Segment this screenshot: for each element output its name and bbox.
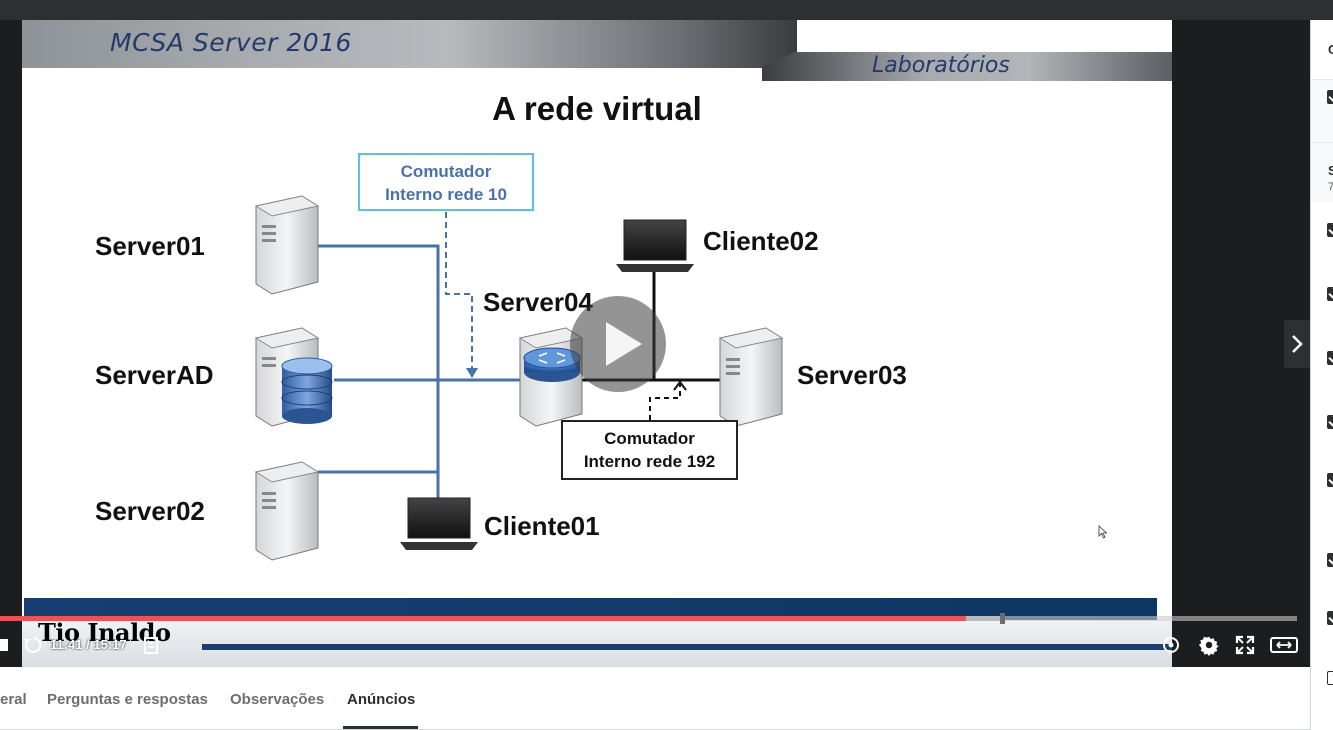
slide-banner-stripe: [202, 644, 1172, 650]
completed-checkbox[interactable]: [1327, 287, 1333, 301]
time-display: 11:41 / 15:17: [50, 637, 127, 652]
play-button[interactable]: [570, 296, 666, 392]
completed-checkbox[interactable]: [1327, 223, 1333, 237]
tab-anuncios[interactable]: Anúncios: [347, 691, 416, 708]
server02-icon: [254, 461, 320, 561]
top-bar: [0, 0, 1333, 20]
tab-visao-geral[interactable]: eral: [0, 691, 27, 708]
active-tab-underline: [343, 726, 418, 729]
cliente01-laptop-icon: [400, 497, 478, 550]
transcript-icon[interactable]: [142, 634, 166, 656]
slide-section-title: Laboratórios: [872, 53, 1010, 78]
completed-checkbox[interactable]: [1327, 473, 1333, 487]
switch-rede-192-line2: Interno rede 192: [583, 452, 716, 471]
switch-rede-10-line2: Interno rede 10: [385, 185, 507, 204]
slide-header-right-band: [762, 52, 1172, 81]
cliente02-laptop-icon: [616, 219, 694, 272]
lecture-tabs: eral Perguntas e respostas Observações A…: [0, 667, 1310, 730]
label-server01: Server01: [95, 231, 205, 261]
label-cliente01: Cliente01: [484, 511, 600, 541]
label-serverad: ServerAD: [95, 360, 214, 390]
server03-icon: [718, 327, 784, 427]
server01-icon: [254, 195, 320, 295]
tab-perguntas-respostas[interactable]: Perguntas e respostas: [47, 691, 208, 708]
sidebar-section-title: S: [1328, 163, 1333, 178]
slide-title: A rede virtual: [492, 90, 702, 127]
progress-handle[interactable]: [999, 613, 1005, 624]
slide-banner-author: Tio Inaldo: [38, 618, 171, 647]
switch-rede-10-box: Comutador Interno rede 10: [358, 153, 534, 211]
switch-rede-192-line1: Comutador: [604, 429, 695, 448]
database-icon: [281, 357, 333, 424]
slide-course-title: MCSA Server 2016: [110, 28, 352, 57]
expand-icon[interactable]: [1270, 634, 1298, 656]
sidebar-section-subtitle: 7: [1328, 181, 1333, 193]
mouse-cursor-icon: [1098, 525, 1108, 539]
video-player[interactable]: MCSA Server 2016 Laboratórios A rede vir…: [0, 20, 1310, 667]
switch-rede-10-line1: Comutador: [400, 162, 492, 181]
incomplete-checkbox[interactable]: [1327, 671, 1333, 685]
settings-icon[interactable]: [1197, 634, 1221, 656]
course-content-sidebar: C S 7: [1310, 20, 1333, 730]
sidebar-lecture-active[interactable]: [1311, 80, 1333, 142]
progress-bar[interactable]: [0, 613, 1297, 624]
switch-10-dashed-link: [445, 212, 473, 370]
bookmark-icon[interactable]: [1160, 634, 1184, 656]
slide-banner-white: [22, 620, 1172, 667]
fullscreen-icon[interactable]: [1234, 634, 1258, 656]
tab-observacoes[interactable]: Observações: [230, 691, 325, 708]
label-server03: Server03: [797, 360, 907, 390]
label-cliente02: Cliente02: [703, 226, 819, 256]
completed-checkbox[interactable]: [1327, 553, 1333, 567]
play-pause-icon[interactable]: [0, 634, 10, 656]
sidebar-header: C: [1311, 20, 1333, 80]
label-server02: Server02: [95, 496, 205, 526]
router-icon: [523, 347, 581, 382]
network-10-lines: [318, 244, 520, 498]
next-arrow-icon: [1292, 335, 1303, 353]
lecture-slide: MCSA Server 2016 Laboratórios A rede vir…: [22, 20, 1172, 667]
completed-checkbox[interactable]: [1327, 90, 1333, 104]
slide-header-left-band: [22, 20, 797, 68]
completed-checkbox[interactable]: [1327, 611, 1333, 625]
label-server04: Server04: [483, 287, 593, 317]
switch-rede-192-box: Comutador Interno rede 192: [561, 420, 738, 480]
switch-192-dashed-link: [649, 384, 681, 420]
rewind-icon[interactable]: [22, 634, 46, 656]
progress-fill: [0, 616, 967, 621]
next-lecture-button[interactable]: [1284, 320, 1310, 368]
completed-checkbox[interactable]: [1327, 351, 1333, 365]
sidebar-header-text: C: [1328, 42, 1333, 57]
sidebar-section[interactable]: S 7: [1311, 142, 1333, 202]
completed-checkbox[interactable]: [1327, 415, 1333, 429]
